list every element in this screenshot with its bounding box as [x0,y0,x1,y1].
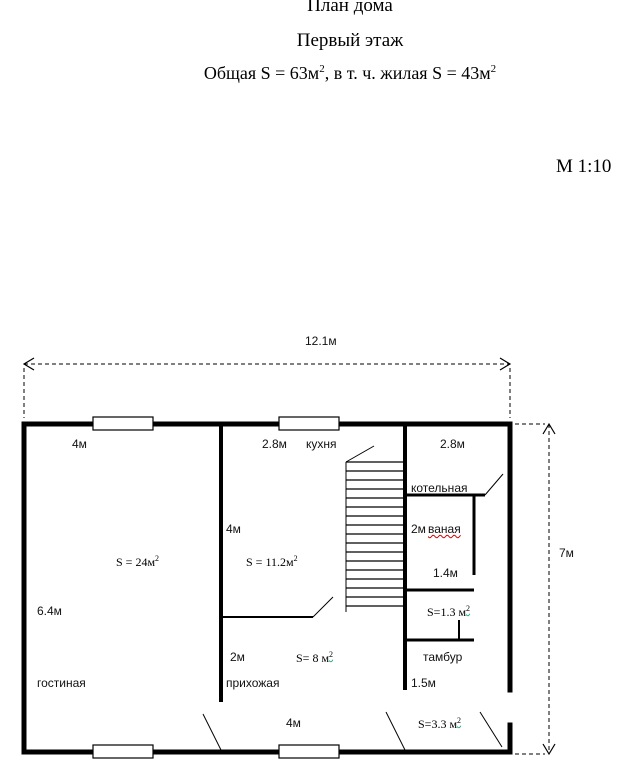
living-area-text: S = 24м [116,555,156,569]
window-bottom-left [92,744,154,759]
kitchen-width-label: 2.8м [262,437,287,451]
overall-width-label: 12.1м [305,334,337,348]
vestibule-name-label: тамбур [423,650,463,664]
kitchen-name-label: кухня [306,437,337,451]
width-arrow-right [499,357,512,371]
sup-2: 2 [319,63,325,75]
bath-height-label: 2м [411,522,426,536]
hall-bottom-width-label: 4м [286,716,301,730]
overall-height-label: 7м [559,546,574,560]
stair-entry [345,445,375,463]
boiler-name-label: котельная [411,481,468,495]
sup-2: 2 [329,650,334,659]
door-vestibule-inner [385,711,406,751]
hall-name-label: прихожая [226,676,280,690]
living-width-label: 4м [72,437,87,451]
sup-2: 2 [466,604,471,613]
plan-title: План дома [307,0,393,16]
sup-2: 2 [457,716,462,725]
area-summary: Общая S = 63м2, в т. ч. жилая S = 43м2 [0,63,625,84]
height-arrow-bottom [542,743,556,756]
vestibule-area-text: S=3.3 м [418,717,458,731]
floor-title: Первый этаж [296,30,404,51]
door-boiler [484,473,504,496]
windows [92,416,340,759]
door-vestibule-outer [479,711,503,748]
total-area-text: Общая S = 63м [203,63,320,83]
inner-walls [202,424,504,751]
living-area-label: S = 24м2 [116,554,159,570]
sup-2: 2 [155,554,160,563]
bath-name-label: ваная [428,522,461,536]
hall-area-label: S= 8 м2 [296,650,333,666]
vestibule-area-label: S=3.3 м2 [418,716,461,732]
sup-2: 2 [293,554,298,563]
bath-width-label: 1.4м [433,566,458,580]
living-area-text: , в т. ч. жилая S = 43м [324,63,491,83]
hall-height-label: 2м [230,650,245,664]
kitchen-area-label: S = 11.2м2 [246,554,298,570]
living-height-label: 6.4м [37,604,62,618]
window-bottom-mid [278,744,340,759]
hall-area-text: S= 8 м [296,651,330,665]
height-arrow-top [542,422,556,435]
window-top-left [92,416,154,431]
door-kitchen-hall [312,596,334,618]
scale-label: М 1:10 [556,156,612,177]
stairs [345,445,406,612]
sup-2b: 2 [490,63,497,75]
door-living-hall [202,713,222,751]
small-area-label: S=1.3 м2 [427,604,470,620]
window-top-mid [278,416,340,431]
width-arrow-left [22,357,35,371]
outer-walls [21,421,513,755]
small-area-text: S=1.3 м [427,605,467,619]
living-name-label: гостиная [37,676,86,690]
stair-treads [346,461,405,607]
dimension-lines [22,357,556,756]
vestibule-height-label: 1.5м [411,676,436,690]
boiler-width-label: 2.8м [440,437,465,451]
kitchen-area-text: S = 11.2м [246,555,294,569]
kitchen-height-label: 4м [226,522,241,536]
